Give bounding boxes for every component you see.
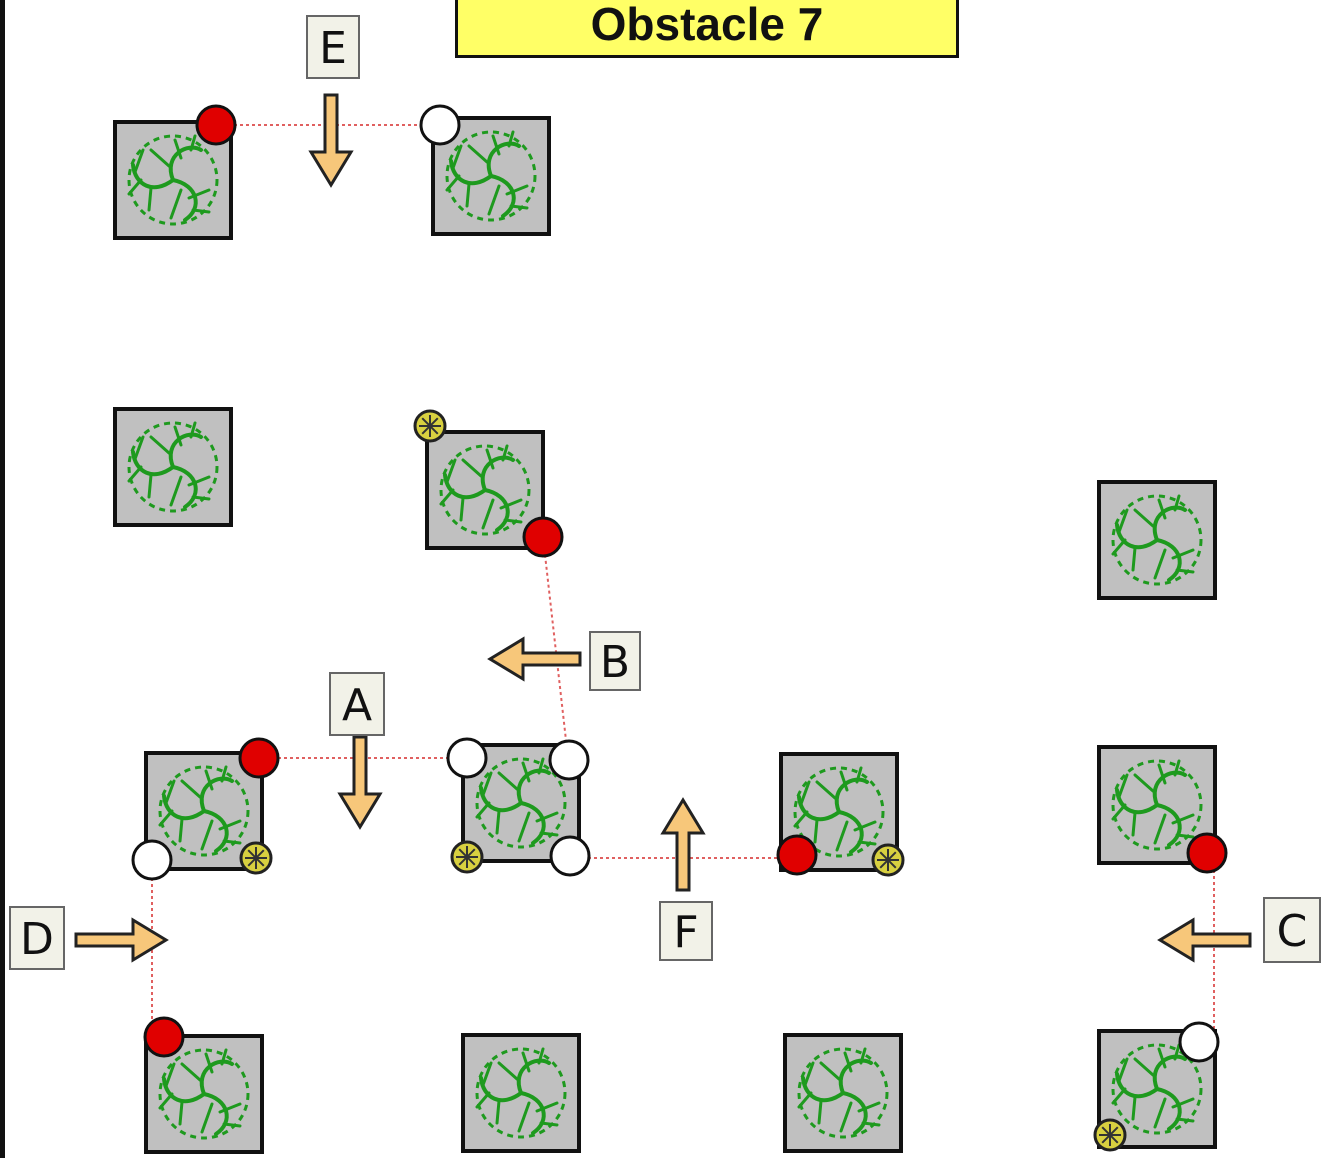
direction-arrow-icon	[1160, 920, 1250, 960]
yellow-wheel-marker-icon	[241, 843, 271, 873]
gate-label-a: A	[330, 673, 384, 735]
gate-label-f: F	[660, 902, 712, 960]
tree-tile-icon	[785, 1035, 901, 1151]
gate-label-b: B	[590, 632, 640, 690]
gate-letter: C	[1277, 906, 1308, 957]
gate-letter: A	[342, 680, 372, 731]
white-marker-icon	[133, 841, 171, 879]
red-marker-icon	[778, 836, 816, 874]
yellow-wheel-marker-icon	[452, 842, 482, 872]
markers	[133, 106, 1226, 1150]
red-marker-icon	[197, 106, 235, 144]
direction-arrow-icon	[490, 639, 580, 679]
gate-letter: F	[673, 907, 698, 958]
gate-label-d: D	[10, 907, 64, 969]
direction-arrow-icon	[663, 800, 703, 890]
white-marker-icon	[1180, 1023, 1218, 1061]
red-marker-icon	[240, 739, 278, 777]
red-marker-icon	[145, 1018, 183, 1056]
gate-label-c: C	[1264, 898, 1320, 962]
yellow-wheel-marker-icon	[1095, 1120, 1125, 1150]
tree-tile-icon	[463, 1035, 579, 1151]
yellow-wheel-marker-icon	[873, 845, 903, 875]
red-marker-icon	[1188, 834, 1226, 872]
direction-arrow-icon	[311, 95, 351, 185]
white-marker-icon	[448, 739, 486, 777]
red-marker-icon	[524, 518, 562, 556]
white-marker-icon	[550, 741, 588, 779]
tiles	[115, 118, 1215, 1152]
direction-arrow-icon	[340, 737, 380, 827]
gate-label-e: E	[307, 16, 359, 78]
tree-tile-icon	[1099, 482, 1215, 598]
white-marker-icon	[421, 106, 459, 144]
guide-line	[543, 537, 568, 758]
white-marker-icon	[551, 837, 589, 875]
gate-letter: E	[319, 23, 347, 74]
gate-letter: D	[20, 914, 54, 965]
yellow-wheel-marker-icon	[415, 411, 445, 441]
gate-letter: B	[600, 637, 630, 688]
tree-tile-icon	[115, 409, 231, 525]
